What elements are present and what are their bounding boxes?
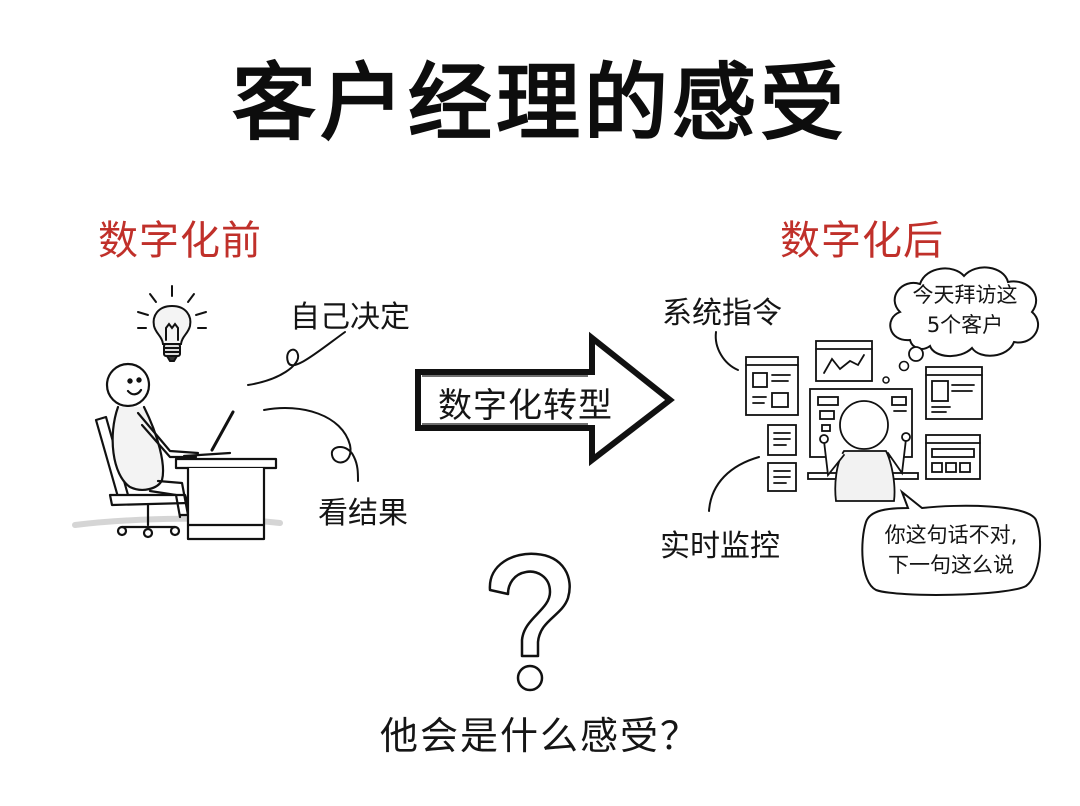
footer-question: 他会是什么感受？ bbox=[379, 714, 700, 758]
label-decide-self: 自己决定 bbox=[290, 300, 410, 335]
connector-system bbox=[714, 331, 739, 371]
speech-bubble-text: 你这句话不对, 下一句这么说 bbox=[866, 520, 1036, 580]
thought-line-1: 今天拜访这 bbox=[912, 283, 1018, 307]
lightbulb-icon bbox=[137, 285, 207, 362]
after-heading: 数字化后 bbox=[780, 218, 944, 264]
speech-line-1: 你这句话不对, bbox=[884, 523, 1018, 547]
person-surrounded-by-screens-illustration bbox=[745, 340, 983, 502]
page-title: 客户经理的感受 bbox=[231, 54, 848, 152]
person-at-desk-illustration bbox=[72, 362, 283, 541]
thought-cloud-icon bbox=[889, 266, 1039, 372]
connector-results bbox=[263, 407, 359, 482]
question-mark-icon bbox=[488, 552, 571, 692]
speech-line-2: 下一句这么说 bbox=[888, 553, 1014, 577]
thought-dots bbox=[882, 376, 890, 384]
connector-decide bbox=[247, 331, 346, 386]
before-heading: 数字化前 bbox=[98, 218, 262, 264]
right-arrow-icon bbox=[415, 331, 675, 467]
arrow-label: 数字化转型 bbox=[438, 386, 613, 426]
label-view-results: 看结果 bbox=[318, 496, 408, 531]
thought-bubble-text: 今天拜访这 5个客户 bbox=[900, 280, 1030, 340]
label-realtime-monitoring: 实时监控 bbox=[660, 529, 780, 564]
speech-bubble-icon bbox=[861, 488, 1042, 596]
thought-line-2: 5个客户 bbox=[926, 313, 1004, 337]
connector-monitoring bbox=[708, 456, 760, 512]
label-system-command: 系统指令 bbox=[662, 296, 782, 331]
